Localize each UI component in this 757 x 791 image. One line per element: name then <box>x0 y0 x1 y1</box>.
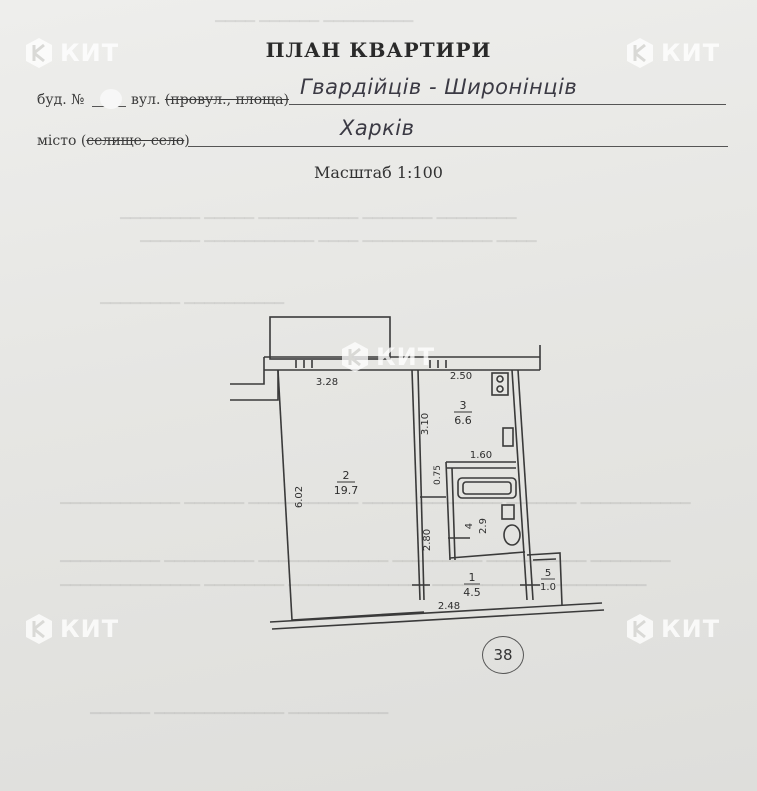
bathtub-inner <box>462 481 512 495</box>
bathroom-left-wall <box>445 461 451 561</box>
scale-label: Масштаб 1:100 <box>314 163 443 182</box>
street-label-prefix: вул. <box>131 92 161 108</box>
kit-logo-icon <box>26 38 52 68</box>
watermark-top-right: КИТ <box>625 36 720 70</box>
room3-area: 6.6 <box>454 414 472 427</box>
plan-walls <box>230 316 605 630</box>
room2-right-wall-inner <box>417 369 425 601</box>
kit-logo-icon <box>26 614 52 644</box>
dim-bath-gap: 0.75 <box>433 465 443 485</box>
dim-kitchen-length: 3.10 <box>420 413 431 435</box>
room3-number: 3 <box>460 399 467 412</box>
room5-area: 1.0 <box>540 582 556 593</box>
bleed-through-text: ▁▁▁▁▁▁▁▁ ▁▁▁▁▁ ▁▁▁▁▁▁▁▁▁▁ ▁▁▁▁▁▁▁ ▁▁▁▁▁▁… <box>120 205 517 220</box>
left-stub-bottom <box>230 370 279 401</box>
room5-number: 5 <box>545 568 551 579</box>
dim-room2-length: 6.02 <box>294 486 305 508</box>
kitchen-right-wall <box>511 369 528 601</box>
outer-wall-bottom-outer <box>271 609 605 630</box>
room2-right-wall <box>411 369 421 601</box>
balcony-outline <box>269 316 391 360</box>
bathroom-bottom-wall <box>449 551 526 559</box>
bleed-through-text: ▁▁▁▁▁▁▁▁▁▁▁▁ ▁▁▁▁▁▁ ▁▁▁▁▁▁▁▁▁▁▁ ▁▁▁▁▁▁▁▁… <box>60 490 691 505</box>
bleed-through-text: ▁▁▁▁▁▁▁▁ ▁▁▁▁▁▁▁▁▁▁ <box>100 290 285 305</box>
kitchen-right-wall-outer <box>517 369 534 601</box>
room2-left-wall <box>277 369 293 621</box>
street-label: вул. (провул., площа) <box>131 92 289 108</box>
watermark-top-left: КИТ <box>24 36 119 70</box>
city-label: місто (селище, село) <box>37 133 190 149</box>
city-underline <box>188 146 728 147</box>
room2-bottom-wall <box>291 611 425 621</box>
city-label-suffix: ) <box>184 133 190 149</box>
page-number-stamp: 38 <box>482 636 524 674</box>
bleed-through-text: ▁▁▁▁▁▁▁▁▁▁ ▁▁▁▁▁▁▁▁▁ ▁▁▁▁▁▁▁▁▁▁▁▁▁ ▁▁▁▁▁… <box>60 548 671 563</box>
stove-burner <box>496 385 504 393</box>
street-value-handwritten: Гвардійців - Широнінців <box>300 75 578 99</box>
kitchen-sink-outline <box>502 427 514 447</box>
sink-outline <box>501 504 515 520</box>
city-value-handwritten: Харків <box>340 116 415 140</box>
bleed-through-text: ▁▁▁▁ ▁▁▁▁▁▁ ▁▁▁▁▁▁▁▁▁ <box>215 8 414 23</box>
watermark-center: КИТ <box>340 340 435 374</box>
room1-area: 4.5 <box>463 586 481 599</box>
kit-logo-icon <box>627 38 653 68</box>
room4-area: 2.9 <box>478 518 489 534</box>
storage-inner-wall <box>532 558 557 561</box>
watermark-text: КИТ <box>60 39 120 67</box>
city-label-prefix: місто ( <box>37 133 87 149</box>
stove-burner <box>496 375 504 383</box>
room4-number: 4 <box>464 523 475 529</box>
kit-logo-icon <box>342 342 368 372</box>
watermark-text: КИТ <box>661 39 721 67</box>
room4-label-group: 4 2.9 <box>464 518 489 534</box>
left-stub-top <box>230 357 265 385</box>
room1-number: 1 <box>469 571 476 584</box>
room2-number: 2 <box>343 469 350 482</box>
watermark-text: КИТ <box>60 615 120 643</box>
room2-area: 19.7 <box>334 484 359 497</box>
dim-bath-width: 1.60 <box>470 450 492 461</box>
city-label-struck: селище, село <box>86 133 185 149</box>
street-label-struck: (провул., площа) <box>164 92 289 108</box>
building-label: буд. № <box>37 92 84 108</box>
watermark-text: КИТ <box>661 615 721 643</box>
kit-logo-icon <box>627 614 653 644</box>
toilet-outline <box>503 524 521 546</box>
dim-room2-width: 3.28 <box>316 377 338 388</box>
dim-hall-length: 2.80 <box>422 529 433 551</box>
storage-walls <box>526 552 563 606</box>
watermark-bottom-right: КИТ <box>625 612 720 646</box>
dim-hall-width: 2.48 <box>438 601 460 612</box>
bleed-through-text: ▁▁▁▁▁▁ ▁▁▁▁▁▁▁▁▁▁▁ ▁▁▁▁ ▁▁▁▁▁▁▁▁▁▁▁▁▁ ▁▁… <box>140 228 537 243</box>
building-label-text: буд. № <box>37 92 85 108</box>
outer-wall-bottom <box>269 602 603 623</box>
stove-outline <box>491 372 509 396</box>
redaction-blot <box>100 89 122 109</box>
dim-kitchen-width: 2.50 <box>450 371 472 382</box>
watermark-bottom-left: КИТ <box>24 612 119 646</box>
watermark-text: КИТ <box>376 343 436 371</box>
street-underline <box>289 104 726 105</box>
bleed-through-text: ▁▁▁▁▁▁ ▁▁▁▁▁▁▁▁▁▁▁▁▁ ▁▁▁▁▁▁▁▁▁▁ <box>90 700 389 715</box>
document-title: ПЛАН КВАРТИРИ <box>265 38 492 62</box>
bathroom-left-wall-inner <box>451 467 456 561</box>
bathtub-outline <box>457 477 517 499</box>
bleed-through-text: ▁▁▁▁▁▁▁▁▁▁▁▁▁▁ ▁▁▁▁▁▁▁▁ ▁▁▁▁▁▁▁▁▁▁▁▁▁▁ ▁… <box>60 572 647 587</box>
